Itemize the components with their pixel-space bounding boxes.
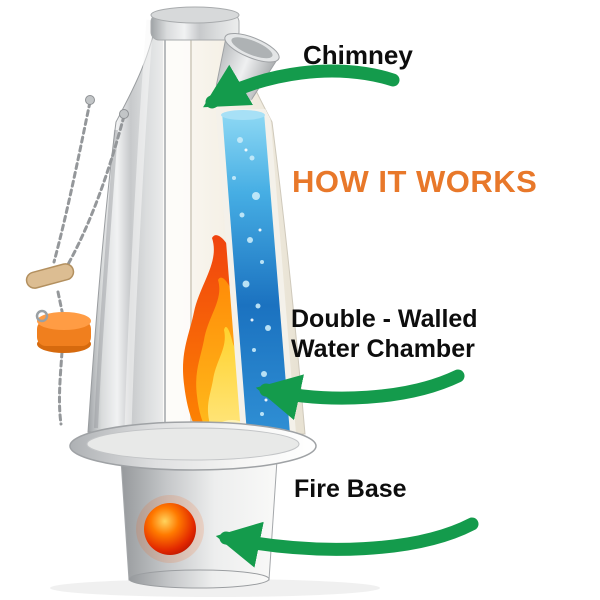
label-fire-base: Fire Base: [294, 475, 407, 503]
label-water-chamber: Double - Walled Water Chamber: [291, 304, 478, 364]
cork-stopper: [35, 309, 91, 353]
wooden-toggle-handle: [25, 263, 75, 289]
handle-chain: [52, 100, 126, 426]
water-chamber-arrow: [255, 369, 465, 421]
label-water-chamber-line2: Water Chamber: [291, 335, 475, 363]
fire-bowl: [69, 421, 317, 471]
fire-base-arrow: [215, 517, 479, 568]
title-how-it-works: HOW IT WORKS: [292, 164, 538, 199]
label-chimney: Chimney: [303, 40, 413, 70]
chimney-arrow: [203, 64, 400, 109]
chain-ring-left: [85, 95, 95, 105]
fire-ball: [136, 495, 204, 563]
callout-arrows: [203, 64, 479, 568]
kettle-collar: [150, 6, 240, 41]
water-chamber: [215, 109, 297, 434]
kettle-body: [87, 15, 166, 433]
label-water-chamber-line1: Double - Walled: [291, 305, 478, 333]
chain-ring-right: [119, 109, 129, 119]
